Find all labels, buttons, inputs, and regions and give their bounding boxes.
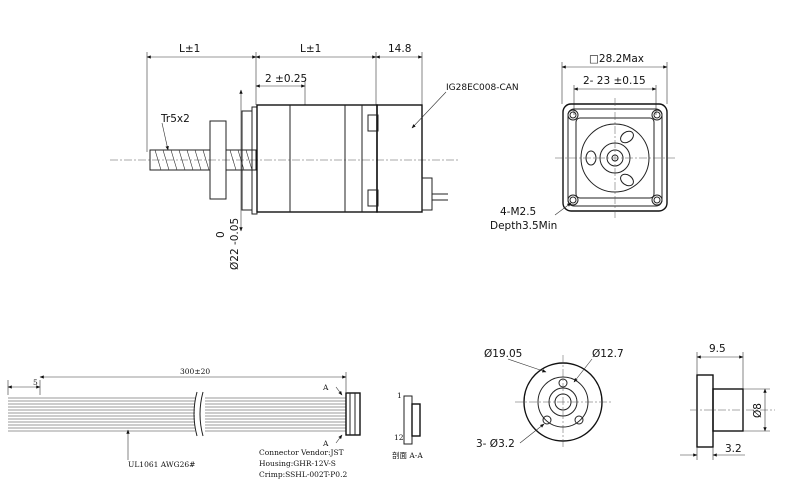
connector-housing-spec: Housing:GHR-12V-S bbox=[259, 459, 336, 468]
nut-outer-dia: Ø19.05 bbox=[484, 348, 522, 360]
nut-dia: Ø8 bbox=[752, 403, 764, 418]
side-view: L±1 L±1 14.8 2 ±0.25 Tr5x2 bbox=[110, 43, 519, 270]
wire-spec: UL1061 AWG26# bbox=[128, 460, 195, 469]
cable-assembly: 5 300±20 A A UL1061 AWG26# bbox=[7, 367, 423, 479]
dim-len1: L±1 bbox=[179, 43, 200, 55]
nut-width: 9.5 bbox=[709, 343, 726, 355]
pin-last: 12 bbox=[394, 433, 404, 442]
motor-body bbox=[256, 104, 378, 213]
end-view: □28.2Max 2- 23 ±0.15 4-M2.5 Depth3.5Min bbox=[490, 53, 675, 232]
ribbon-wires bbox=[8, 391, 346, 437]
dim-flange: 2 ±0.25 bbox=[265, 73, 307, 85]
pin-first: 1 bbox=[397, 391, 402, 400]
dim-len3: 14.8 bbox=[388, 43, 411, 55]
connector-section: 1 12 剖面 A-A bbox=[392, 391, 423, 460]
nut-side-view: 9.5 Ø8 3.2 bbox=[680, 343, 775, 460]
nut-inner-dia: Ø12.7 bbox=[592, 348, 624, 360]
nut-flange-thick: 3.2 bbox=[725, 443, 742, 455]
strip-dim: 5 bbox=[33, 378, 38, 387]
square-dim: □28.2Max bbox=[589, 53, 644, 65]
section-mark-bottom: A bbox=[322, 439, 329, 448]
section-mark-top: A bbox=[322, 383, 329, 392]
connector-vendor: Connector Vendor:JST bbox=[259, 448, 344, 457]
depth-label: Depth3.5Min bbox=[490, 220, 557, 232]
holes-label: 4-M2.5 bbox=[500, 206, 536, 218]
dia-main: Ø22 -0.05 bbox=[229, 218, 241, 270]
nut-holes: 3- Ø3.2 bbox=[476, 438, 515, 450]
dim-len2: L±1 bbox=[300, 43, 321, 55]
connector-housing bbox=[345, 392, 361, 436]
dia-tol-top: 0 bbox=[215, 231, 227, 238]
thread-label: Tr5x2 bbox=[160, 113, 190, 125]
encoder-cap bbox=[376, 104, 423, 213]
nut-flange bbox=[696, 374, 714, 448]
model-label: IG28EC008-CAN bbox=[446, 83, 519, 93]
connector-crimp-spec: Crimp:SSHL-002T-P0.2 bbox=[259, 470, 347, 479]
nut-front-view: Ø19.05 Ø12.7 3- Ø3.2 bbox=[476, 348, 624, 450]
cable-length: 300±20 bbox=[180, 367, 210, 376]
section-label: 剖面 A-A bbox=[392, 450, 423, 460]
pitch-dim: 2- 23 ±0.15 bbox=[583, 75, 646, 87]
nut-flange-side bbox=[209, 120, 227, 200]
